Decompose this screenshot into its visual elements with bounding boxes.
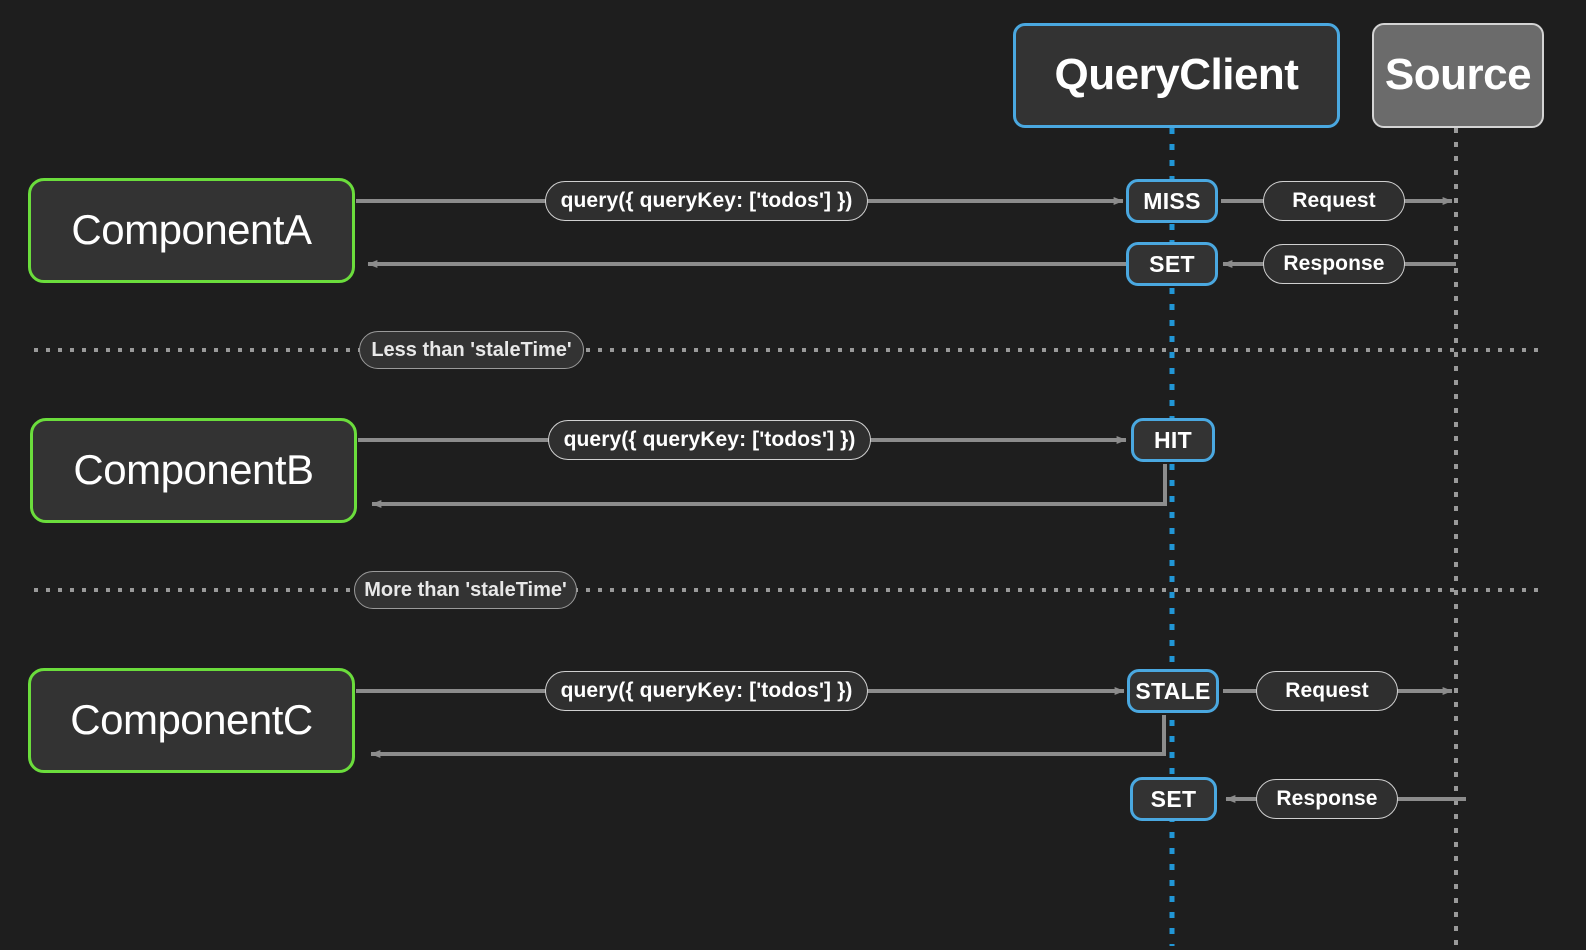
divider-note-more-than-staletime: More than 'staleTime' (354, 571, 577, 609)
divider-note-less-than-staletime: Less than 'staleTime' (359, 331, 584, 369)
cache-state-badge-miss[interactable]: MISS (1126, 179, 1218, 223)
message-pill-request-a: Request (1263, 181, 1405, 221)
cache-state-badge-stale[interactable]: STALE (1127, 669, 1219, 713)
message-pill-request-c: Request (1256, 671, 1398, 711)
component-box-componentA[interactable]: ComponentA (28, 178, 355, 283)
component-box-componentB[interactable]: ComponentB (30, 418, 357, 523)
message-pill-query-a: query({ queryKey: ['todos'] }) (545, 181, 868, 221)
participant-queryclient[interactable]: QueryClient (1013, 23, 1340, 128)
cache-state-badge-set-a[interactable]: SET (1126, 242, 1218, 286)
message-pill-query-b: query({ queryKey: ['todos'] }) (548, 420, 871, 460)
cache-state-badge-hit[interactable]: HIT (1131, 418, 1215, 462)
message-pill-query-c: query({ queryKey: ['todos'] }) (545, 671, 868, 711)
message-pill-response-c: Response (1256, 779, 1398, 819)
message-pill-response-a: Response (1263, 244, 1405, 284)
component-box-componentC[interactable]: ComponentC (28, 668, 355, 773)
arrow-queryclient-to-componentB (371, 464, 1167, 508)
participant-source[interactable]: Source (1372, 23, 1544, 128)
arrow-queryclient-to-componentC (370, 715, 1166, 758)
cache-state-badge-set-c[interactable]: SET (1130, 777, 1217, 821)
